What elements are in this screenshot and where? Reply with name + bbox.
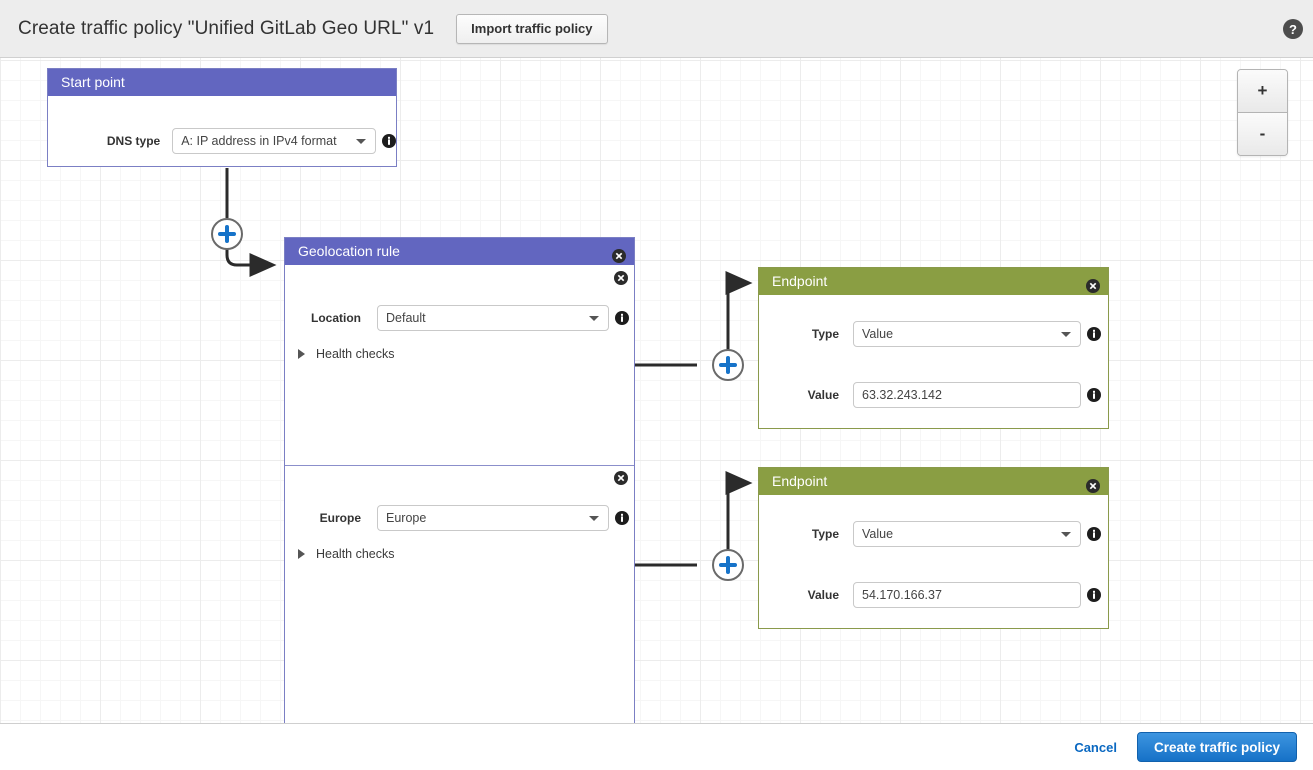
endpoint-type-select[interactable]: Value: [853, 521, 1081, 547]
zoom-in-button[interactable]: +: [1238, 70, 1287, 112]
zoom-out-button[interactable]: -: [1238, 112, 1287, 155]
endpoint-body: Type Value Value 54.170.166.37: [759, 495, 1108, 629]
info-icon[interactable]: [1087, 588, 1101, 602]
info-icon[interactable]: [1087, 388, 1101, 402]
endpoint-value-text: 54.170.166.37: [862, 588, 942, 602]
page-title: Create traffic policy "Unified GitLab Ge…: [18, 17, 435, 39]
endpoint-type-value: Value: [862, 327, 894, 341]
endpoint-title: Endpoint: [772, 473, 828, 489]
start-point-body: DNS type A: IP address in IPv4 format: [48, 96, 396, 167]
health-checks-toggle[interactable]: Health checks: [298, 547, 395, 561]
app-header: Create traffic policy "Unified GitLab Ge…: [0, 0, 1313, 58]
node-start-point[interactable]: Start point DNS type A: IP address in IP…: [47, 68, 397, 167]
add-node-connector[interactable]: [712, 549, 744, 581]
footer-actions: Cancel Create traffic policy: [0, 724, 1313, 770]
start-point-title: Start point: [61, 74, 125, 90]
endpoint-type-label: Type: [811, 327, 839, 341]
health-checks-toggle[interactable]: Health checks: [298, 347, 395, 361]
chevron-right-icon: [298, 549, 305, 559]
endpoint-header: Endpoint: [759, 468, 1108, 495]
cancel-button[interactable]: Cancel: [1074, 739, 1117, 755]
chevron-down-icon: [356, 139, 366, 144]
policy-canvas[interactable]: Start point DNS type A: IP address in IP…: [0, 58, 1313, 724]
start-point-header: Start point: [48, 69, 396, 96]
zoom-controls[interactable]: + -: [1237, 69, 1288, 156]
dns-type-label: DNS type: [106, 134, 161, 148]
geo-location-block: Europe Europe Health checks: [285, 465, 634, 665]
svg-text:?: ?: [1289, 22, 1297, 37]
info-icon[interactable]: [382, 134, 396, 148]
chevron-down-icon: [1061, 532, 1071, 537]
close-icon[interactable]: [614, 271, 628, 285]
location-value: Europe: [386, 511, 427, 525]
endpoint-value-input[interactable]: 54.170.166.37: [853, 582, 1081, 608]
endpoint-value-text: 63.32.243.142: [862, 388, 942, 402]
endpoint-body: Type Value Value 63.32.243.142: [759, 295, 1108, 429]
endpoint-value-label: Value: [807, 388, 839, 402]
chevron-right-icon: [298, 349, 305, 359]
help-circle-icon[interactable]: ?: [1282, 18, 1304, 40]
endpoint-type-label: Type: [811, 527, 839, 541]
close-icon[interactable]: [614, 471, 628, 485]
location-select-europe[interactable]: Europe: [377, 505, 609, 531]
endpoint-title: Endpoint: [772, 273, 828, 289]
import-traffic-policy-button[interactable]: Import traffic policy: [456, 13, 608, 44]
close-icon[interactable]: [1086, 475, 1100, 493]
info-icon[interactable]: [1087, 327, 1101, 341]
endpoint-value-label: Value: [807, 588, 839, 602]
info-icon[interactable]: [1087, 527, 1101, 541]
create-traffic-policy-button[interactable]: Create traffic policy: [1136, 732, 1297, 762]
health-checks-label: Health checks: [316, 347, 395, 361]
add-node-connector[interactable]: [211, 218, 243, 250]
close-icon[interactable]: [612, 245, 626, 263]
endpoint-type-select[interactable]: Value: [853, 321, 1081, 347]
location-label: Location: [311, 311, 361, 325]
node-endpoint-2[interactable]: Endpoint Type Value Value 54.170.166.37: [758, 467, 1109, 629]
info-icon[interactable]: [615, 311, 629, 325]
endpoint-header: Endpoint: [759, 268, 1108, 295]
geolocation-rule-header: Geolocation rule: [285, 238, 634, 265]
geolocation-rule-title: Geolocation rule: [298, 243, 400, 259]
add-node-connector[interactable]: [712, 349, 744, 381]
endpoint-type-value: Value: [862, 527, 894, 541]
node-endpoint-1[interactable]: Endpoint Type Value Value 63.32.243.142: [758, 267, 1109, 429]
info-icon[interactable]: [615, 511, 629, 525]
dns-type-select[interactable]: A: IP address in IPv4 format: [172, 128, 376, 154]
health-checks-label: Health checks: [316, 547, 395, 561]
close-icon[interactable]: [1086, 275, 1100, 293]
location-select-default[interactable]: Default: [377, 305, 609, 331]
chevron-down-icon: [1061, 332, 1071, 337]
endpoint-value-input[interactable]: 63.32.243.142: [853, 382, 1081, 408]
dns-type-value: A: IP address in IPv4 format: [181, 134, 337, 148]
chevron-down-icon: [589, 516, 599, 521]
chevron-down-icon: [589, 316, 599, 321]
geo-location-block: Location Default Health checks: [285, 265, 634, 465]
location-label: Europe: [319, 511, 361, 525]
geo-block-divider: [285, 465, 634, 466]
location-value: Default: [386, 311, 426, 325]
node-geolocation-rule[interactable]: Geolocation rule Location Default: [284, 237, 635, 723]
